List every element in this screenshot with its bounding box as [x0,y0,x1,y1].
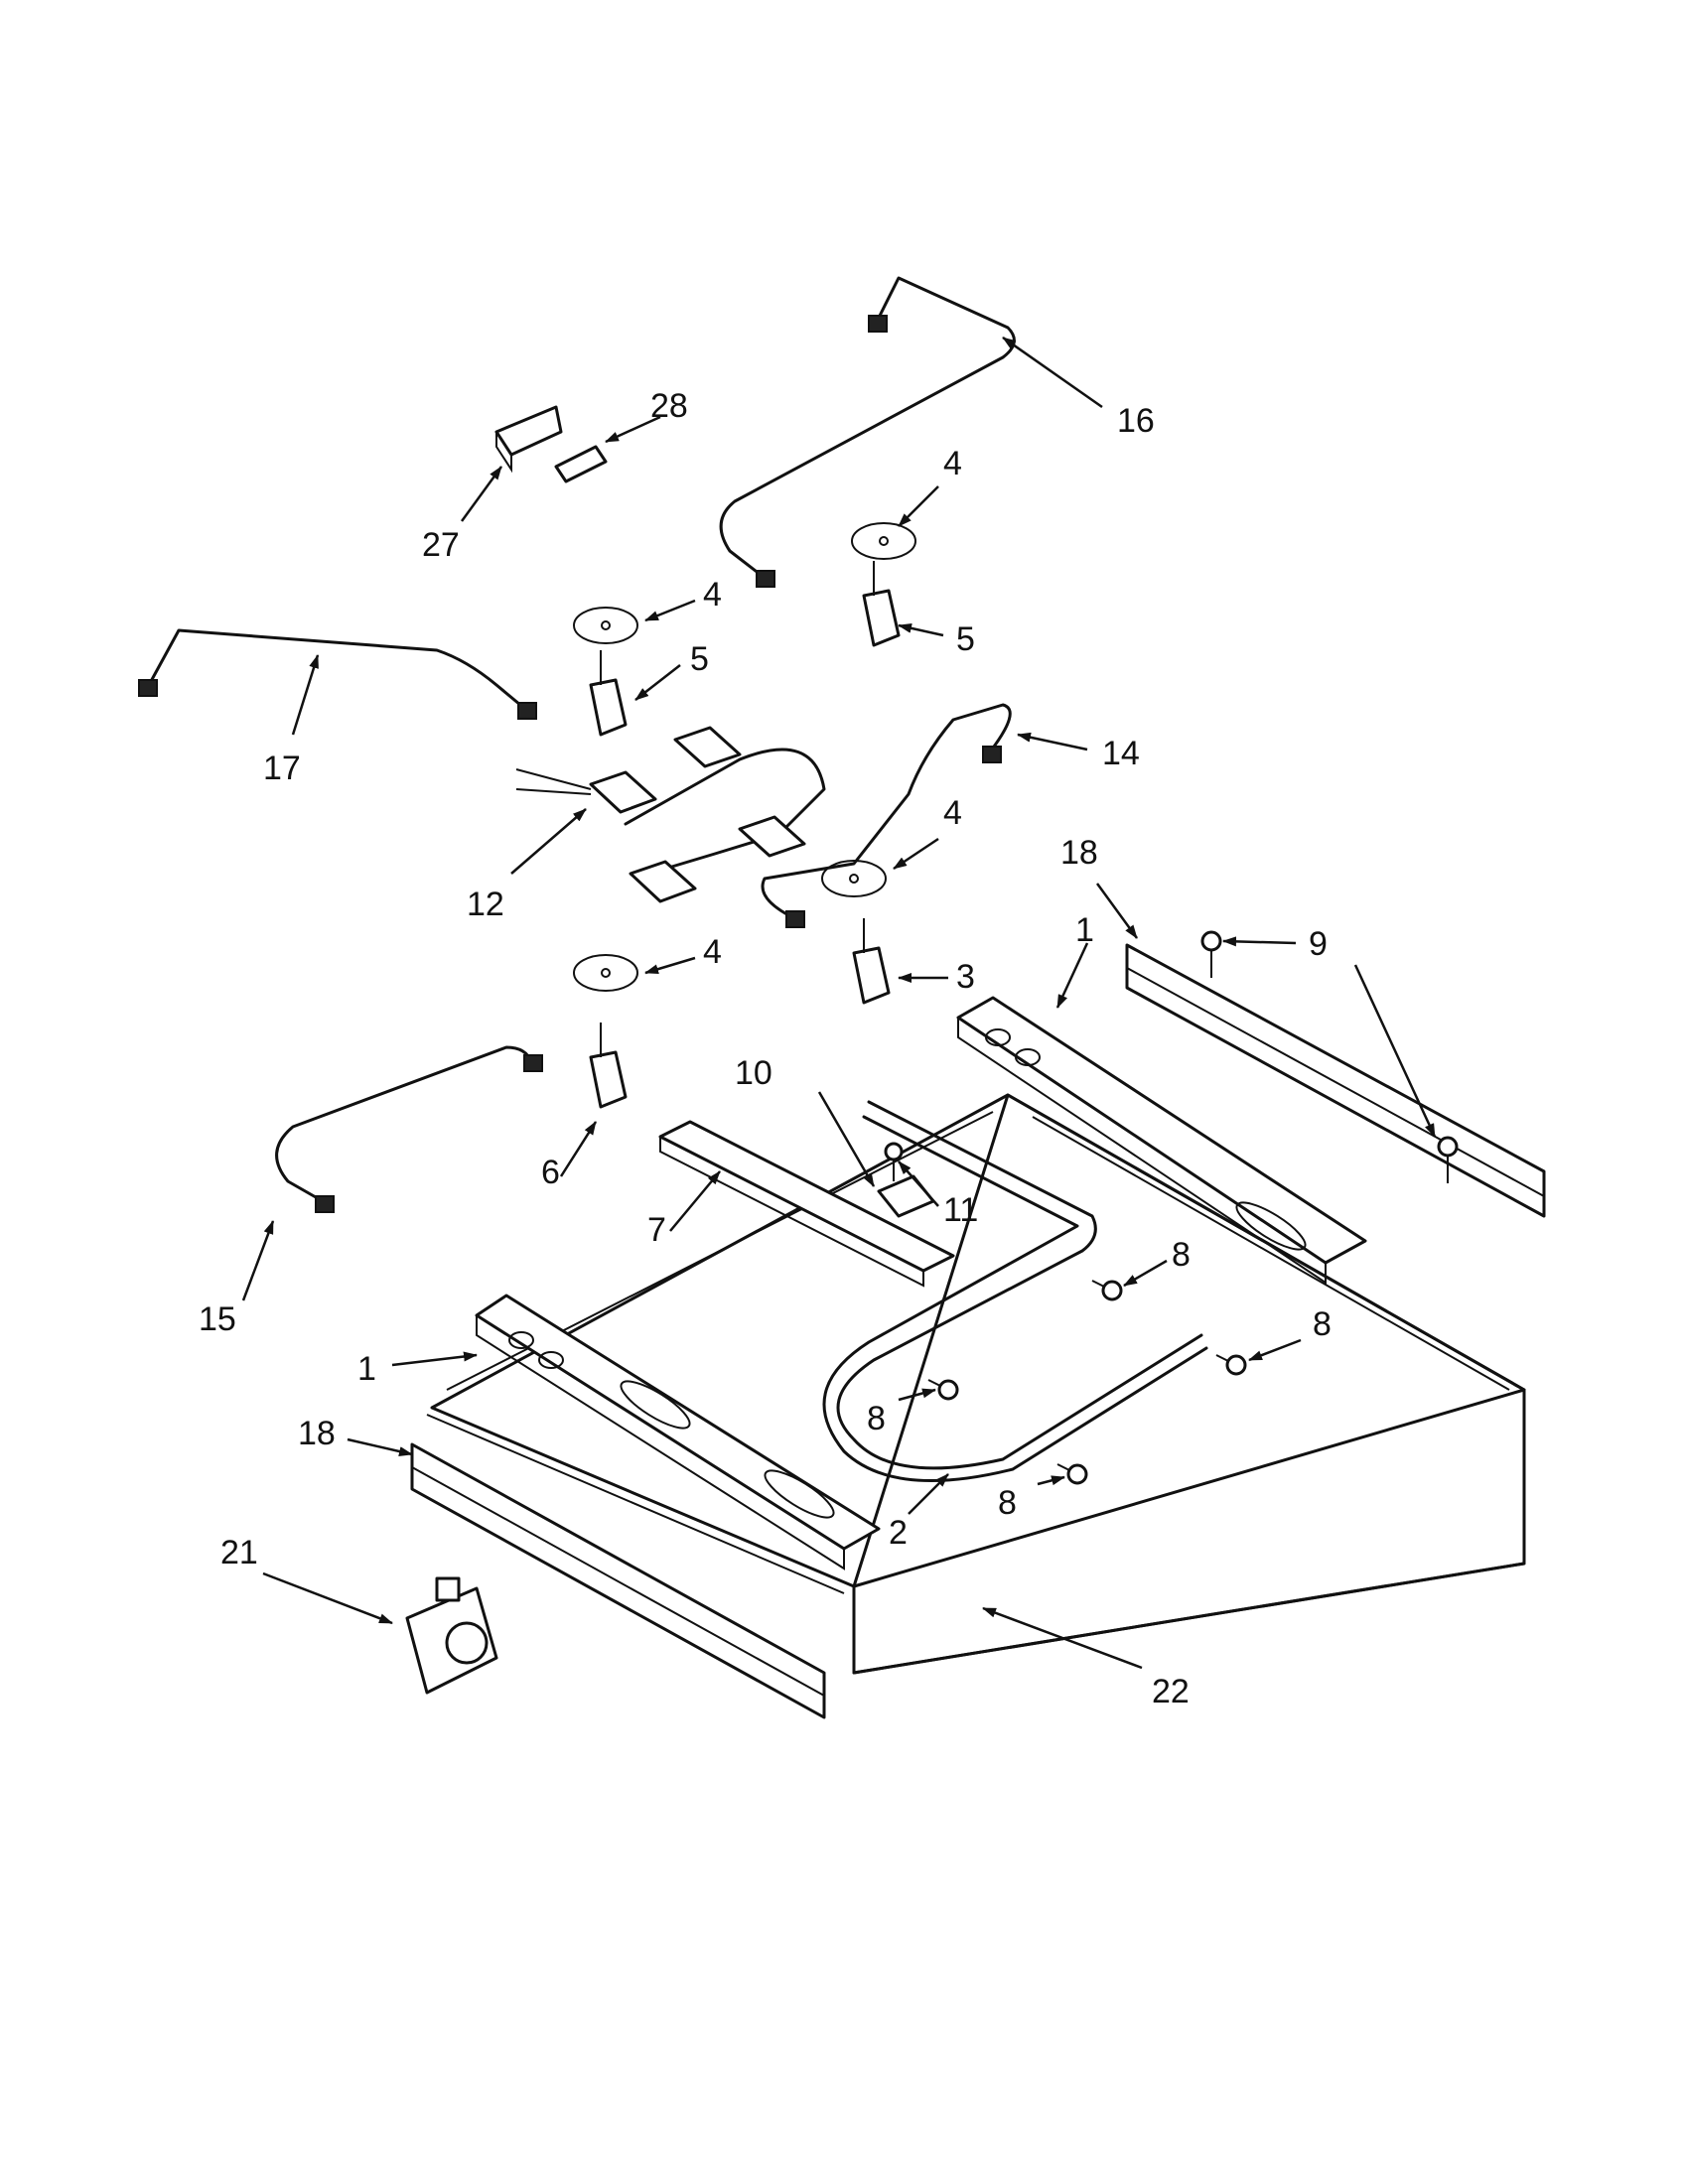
label-27: 27 [422,526,460,564]
leader-lines [241,336,1437,1670]
gas-tube-15 [275,1045,543,1213]
label-6: 6 [541,1154,560,1191]
label-1b: 1 [357,1350,376,1388]
valve-6 [589,1023,628,1109]
label-18b: 18 [298,1415,336,1452]
label-5b: 5 [690,640,709,678]
base-pan [426,1093,1526,1675]
gas-tube-16 [719,276,1016,588]
label-12: 12 [467,886,504,923]
gas-tube-14 [761,703,1012,928]
cross-bracket [658,1120,955,1288]
screw-8b [1215,1354,1247,1376]
washer-4a [851,522,916,560]
pipe-clip [877,1174,935,1218]
label-22: 22 [1152,1673,1190,1710]
screw-8c [927,1379,959,1401]
label-18a: 18 [1060,834,1098,872]
gas-tube-17 [138,628,537,720]
screw-8d [1056,1463,1088,1485]
label-1a: 1 [1075,911,1094,949]
label-7: 7 [647,1211,666,1249]
label-8c: 8 [867,1400,886,1437]
clip-screw [884,1142,904,1181]
label-8a: 8 [1172,1236,1191,1274]
label-21: 21 [220,1534,258,1571]
label-8b: 8 [1313,1305,1332,1343]
manifold-pipe [822,1100,1208,1482]
label-9: 9 [1309,925,1328,963]
label-14: 14 [1102,735,1140,772]
label-16: 16 [1117,402,1155,440]
side-rail-left [410,1442,826,1719]
valve-3 [852,918,891,1005]
label-4a: 4 [943,445,962,482]
rail-screw-upper [1200,930,1222,978]
ignition-harness [515,726,826,903]
label-11: 11 [943,1191,978,1229]
label-2: 2 [889,1514,908,1552]
label-28: 28 [650,387,688,425]
label-17: 17 [263,750,301,787]
label-8d: 8 [998,1484,1017,1522]
label-4b: 4 [703,576,722,614]
pressure-regulator [405,1576,498,1695]
label-10: 10 [735,1054,772,1092]
valve-5-left [589,650,628,737]
label-5a: 5 [956,620,975,658]
label-4d: 4 [703,933,722,971]
ignition-module [494,405,563,474]
washer-4c [821,860,887,897]
label-3: 3 [956,958,975,996]
burner-bracket-right [956,996,1367,1285]
washer-4d [573,954,638,992]
side-rail-right [1125,943,1546,1218]
bracket-plate [554,445,608,483]
callout-labels: 16 28 27 4 5 4 5 17 14 12 4 4 3 18 1 9 6… [199,387,1332,1710]
label-4c: 4 [943,794,962,832]
burner-bracket-left [475,1294,881,1570]
valve-5-upper [862,561,901,647]
washer-4b [573,607,638,644]
screw-8a [1091,1280,1123,1301]
rail-screw-lower [1437,1136,1459,1183]
label-15: 15 [199,1300,236,1338]
